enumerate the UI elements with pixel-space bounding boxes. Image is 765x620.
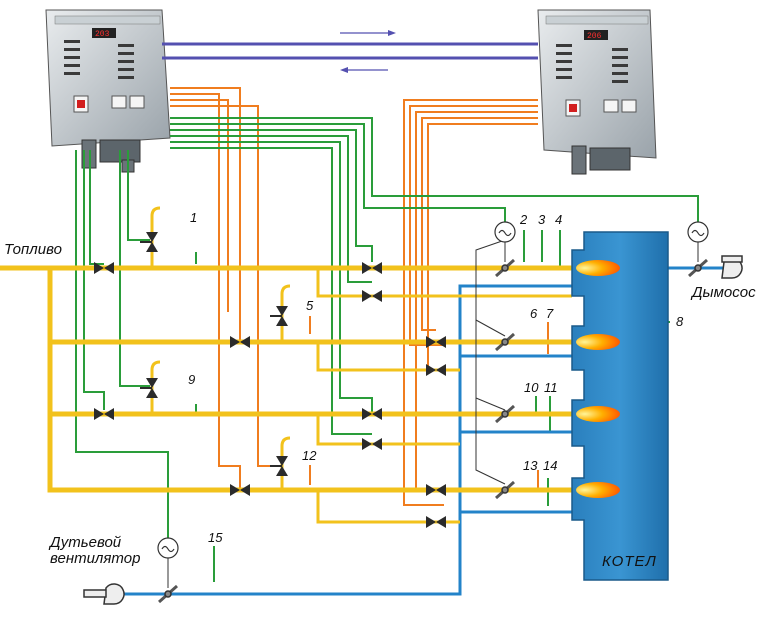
- boiler: КОТЕЛ: [571, 231, 669, 581]
- gate-valve-icon: [140, 232, 158, 252]
- gate-valves: [94, 232, 446, 528]
- callout-1: 1: [190, 210, 197, 225]
- fan-icon: [721, 255, 743, 279]
- callout-14: 14: [543, 458, 557, 473]
- callout-3: 3: [538, 212, 546, 227]
- butterfly-damper-icon: [495, 258, 515, 278]
- controller-left: 203: [45, 9, 171, 173]
- smoke-exhauster-label: Дымосос: [690, 284, 756, 301]
- gate-valve-icon: [140, 378, 158, 398]
- callout-15: 15: [208, 530, 223, 545]
- butterfly-damper-icon: [495, 332, 515, 352]
- callout-5: 5: [306, 298, 314, 313]
- butterfly-damper-icon: [495, 404, 515, 424]
- svg-text:206: 206: [587, 32, 602, 41]
- gate-valve-icon: [230, 484, 250, 496]
- callout-11: 11: [544, 380, 558, 395]
- burner-flame-icon: [576, 406, 620, 422]
- blower-fan-label-line1: Дутьевой: [48, 534, 122, 551]
- blower-fan-label-line2: вентилятор: [50, 550, 140, 567]
- callout-4: 4: [555, 212, 562, 227]
- burner-flame-icon: [576, 334, 620, 350]
- callout-7: 7: [546, 306, 554, 321]
- callout-6: 6: [530, 306, 538, 321]
- burner-flame-icon: [576, 482, 620, 498]
- sensor-gauges: [157, 221, 709, 588]
- butterfly-damper-icon: [158, 584, 178, 604]
- gate-valve-icon: [94, 408, 114, 420]
- air-dampers: [158, 258, 708, 604]
- smoke-exhauster-fan: [721, 255, 743, 279]
- callout-12: 12: [302, 448, 317, 463]
- burner-flames: [576, 260, 620, 498]
- green-signal-wires: [75, 117, 699, 582]
- air-supply-lines: [90, 266, 726, 596]
- position-numbers: 1 2 3 4 5 6 7 8 9 10 11 12 13 14 15: [188, 210, 684, 545]
- gate-valve-icon: [426, 484, 446, 496]
- callout-10: 10: [524, 380, 539, 395]
- gate-valve-icon: [270, 456, 288, 476]
- butterfly-damper-icon: [688, 258, 708, 278]
- boiler-label: КОТЕЛ: [602, 553, 657, 570]
- callout-2: 2: [519, 212, 528, 227]
- callout-8: 8: [676, 314, 684, 329]
- damper-linkage: [475, 239, 506, 485]
- controller-right: 206: [537, 9, 657, 175]
- burner-flame-icon: [576, 260, 620, 276]
- gate-valve-icon: [362, 408, 382, 420]
- orange-signal-wires: [170, 87, 549, 506]
- callout-9: 9: [188, 372, 195, 387]
- gate-valve-icon: [426, 516, 446, 528]
- sensor-gauge-icon: [494, 221, 516, 262]
- gate-valve-icon: [94, 262, 114, 274]
- sensor-gauge-icon: [687, 221, 709, 262]
- controller-interlink: [162, 30, 538, 73]
- fan-icon: [83, 583, 125, 605]
- blower-fan: [83, 583, 125, 605]
- gate-valve-icon: [426, 364, 446, 376]
- gate-valve-icon: [230, 336, 250, 348]
- butterfly-damper-icon: [495, 480, 515, 500]
- sensor-gauge-icon: [157, 537, 179, 588]
- gate-valve-icon: [362, 290, 382, 302]
- fuel-label: Топливо: [4, 241, 62, 258]
- gate-valve-icon: [270, 306, 288, 326]
- gate-valve-icon: [362, 438, 382, 450]
- gate-valve-icon: [426, 336, 446, 348]
- svg-text:203: 203: [95, 30, 110, 39]
- callout-13: 13: [523, 458, 538, 473]
- gate-valve-icon: [362, 262, 382, 274]
